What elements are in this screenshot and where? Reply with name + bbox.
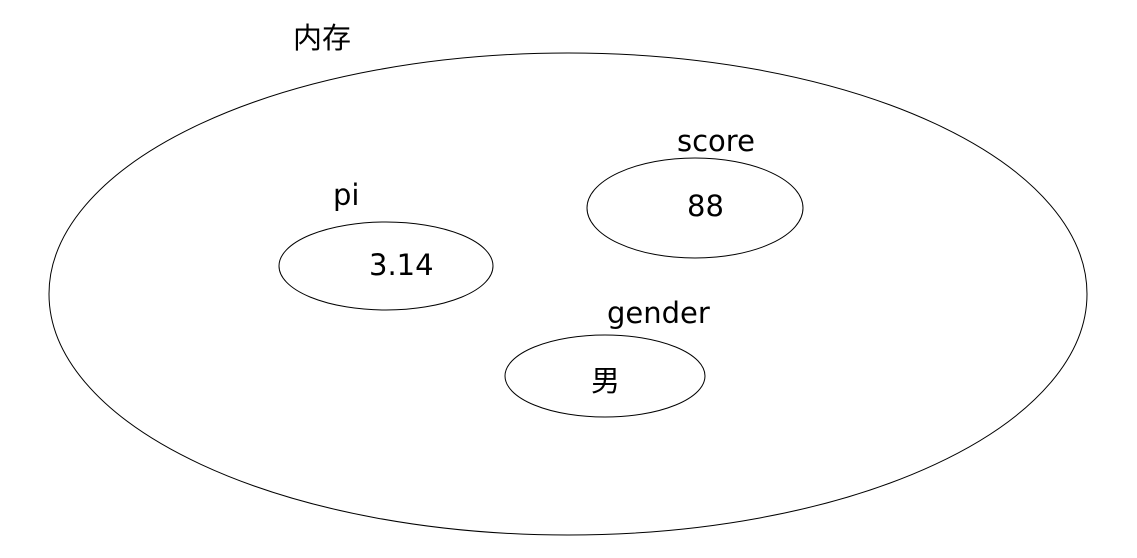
variable-value-pi: 3.14 [369, 248, 434, 282]
variable-value-gender: 男 [591, 364, 621, 398]
variable-value-score: 88 [687, 189, 724, 223]
variable-ellipse-score [586, 157, 804, 259]
variable-label-score: score [677, 124, 755, 158]
memory-container-label: 内存 [293, 21, 352, 55]
variable-ellipse-gender [504, 334, 706, 418]
variable-label-gender: gender [607, 296, 710, 330]
variable-label-pi: pi [333, 178, 360, 212]
memory-container-ellipse [48, 52, 1088, 536]
variable-ellipse-pi [278, 221, 494, 311]
